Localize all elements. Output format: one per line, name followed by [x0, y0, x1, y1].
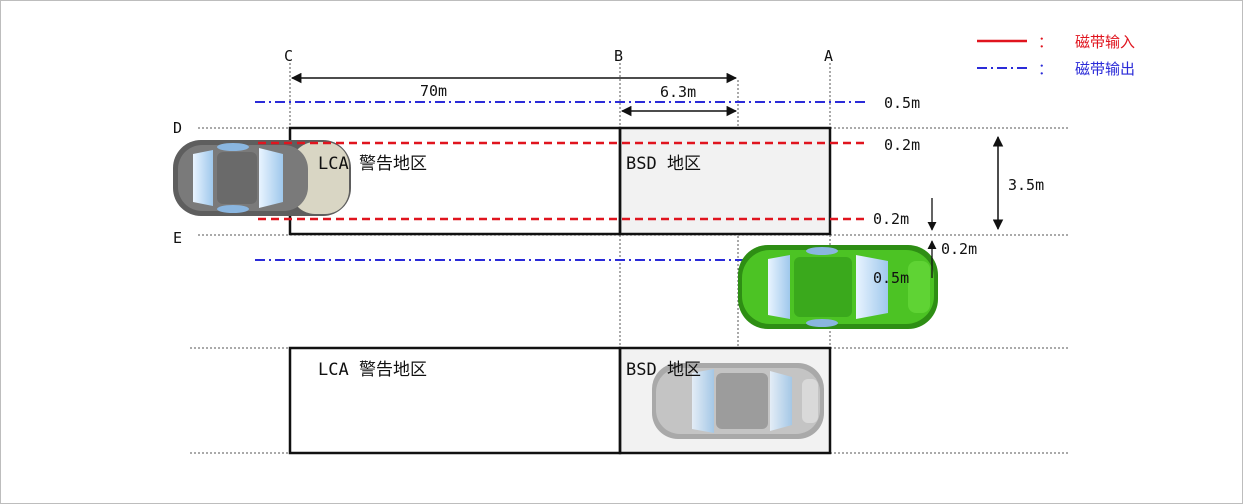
right-green-car — [738, 245, 938, 329]
point-label-d: D — [173, 119, 182, 137]
upper-lca-zone-label: LCA 警告地区 — [318, 154, 427, 174]
offset-label-red-top: 0.2m — [884, 136, 920, 154]
legend-input-label: 磁带输入 — [1075, 33, 1135, 51]
point-label-c: C — [284, 47, 293, 65]
legend-input-symbol: ： — [1038, 33, 1053, 51]
upper-bsd-zone-label: BSD 地区 — [626, 154, 701, 174]
lower-bsd-zone-label: BSD 地区 — [626, 360, 701, 380]
point-label-e: E — [173, 229, 182, 247]
dimension-3-5m-label: 3.5m — [1008, 176, 1044, 194]
offset-label-blue-top: 0.5m — [884, 94, 920, 112]
dimension-70m-label: 70m — [420, 82, 447, 100]
left-grey-car — [173, 140, 351, 216]
offset-label-gap-e: 0.2m — [941, 240, 977, 258]
legend-output-symbol: ： — [1038, 60, 1053, 78]
point-label-a: A — [824, 47, 833, 65]
dimension-6-3m-label: 6.3m — [660, 83, 696, 101]
lower-bsd-zone — [618, 346, 832, 455]
offset-label-blue-bottom: 0.5m — [873, 269, 909, 287]
upper-bsd-zone-fill — [620, 128, 830, 234]
legend: ： 磁带输入 ： 磁带输出 — [977, 33, 1135, 78]
lower-lca-zone-label: LCA 警告地区 — [318, 360, 427, 380]
upper-bsd-zone — [618, 126, 832, 236]
offset-label-red-bottom: 0.2m — [873, 210, 909, 228]
point-label-b: B — [614, 47, 623, 65]
lower-grey-car — [652, 363, 824, 439]
legend-output-label: 磁带输出 — [1075, 60, 1135, 78]
